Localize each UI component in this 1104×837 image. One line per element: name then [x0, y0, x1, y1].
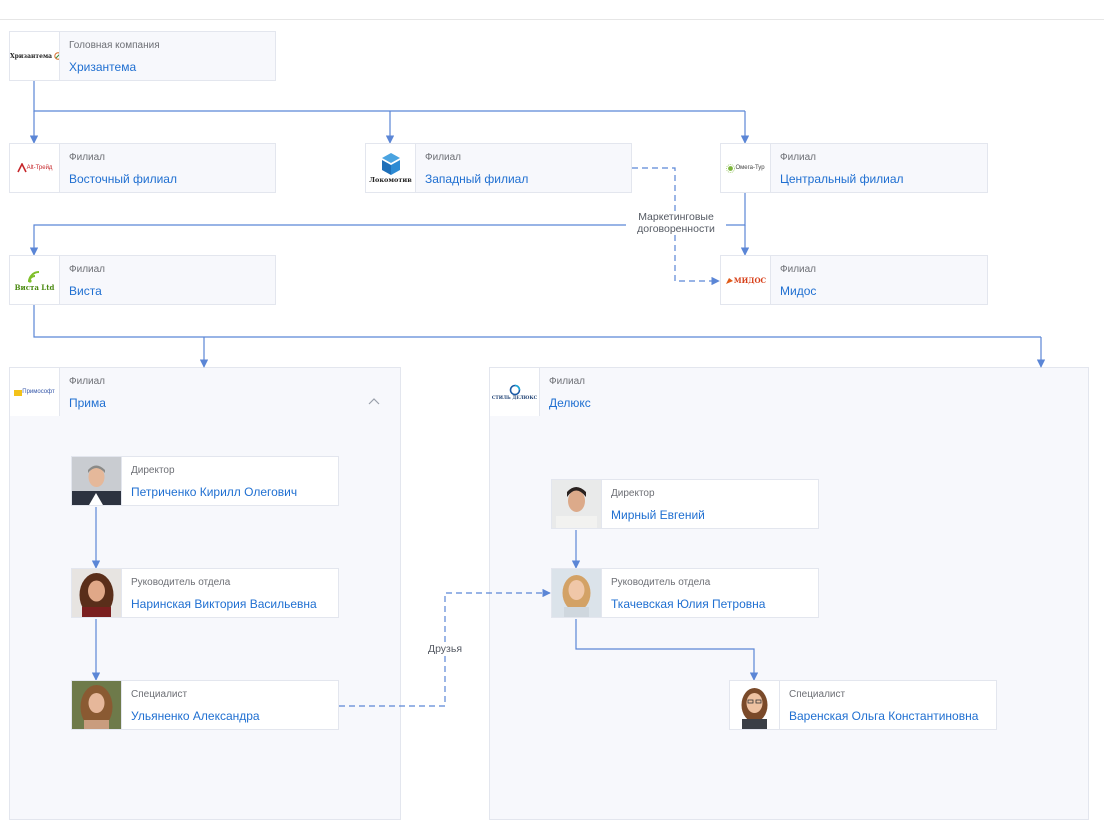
- edge-vista-bus: [33, 305, 1041, 338]
- person-name[interactable]: Ульяненко Александра: [131, 709, 260, 723]
- person-tkachevskaya[interactable]: Руководитель отдела Ткачевская Юлия Петр…: [551, 568, 819, 618]
- person-role: Директор: [611, 488, 655, 499]
- sun-logo-icon: [726, 163, 736, 173]
- logo-lokomotiv: Локомотив: [366, 144, 416, 192]
- node-role: Филиал: [780, 264, 817, 275]
- edge-tkachevskaya-varenskaya: [575, 619, 759, 681]
- flower-icon: [54, 52, 59, 60]
- node-head-company[interactable]: Хризантема Головная компания Хризантема: [9, 31, 276, 81]
- edge-central-vista: [29, 193, 746, 256]
- logo-style-deluxe: СТИЛЬ ДЕЛЮКС: [490, 368, 540, 416]
- avatar: [730, 681, 780, 729]
- chevron-up-icon[interactable]: [368, 397, 382, 407]
- node-name[interactable]: Хризантема: [69, 60, 137, 74]
- node-midos-branch[interactable]: МИДОС Филиал Мидос: [720, 255, 988, 305]
- person-petrichenko[interactable]: Директор Петриченко Кирилл Олегович: [71, 456, 339, 506]
- node-role: Филиал: [549, 376, 586, 387]
- person-role: Руководитель отдела: [611, 577, 711, 588]
- person-role: Руководитель отдела: [131, 577, 231, 588]
- node-central-branch[interactable]: Омега-Тур Филиал Центральный филиал: [720, 143, 988, 193]
- avatar: [72, 457, 122, 505]
- node-name[interactable]: Восточный филиал: [69, 172, 177, 186]
- bird-logo-icon: [725, 277, 733, 284]
- edge-label-friends: Друзья: [422, 643, 468, 655]
- person-varenskaya[interactable]: Специалист Варенская Ольга Константиновн…: [729, 680, 997, 730]
- edge-west-midos-dashed: [632, 167, 720, 286]
- logo-midos: МИДОС: [721, 256, 771, 304]
- node-east-branch[interactable]: Alt-Трейд Филиал Восточный филиал: [9, 143, 276, 193]
- avatar: [72, 569, 122, 617]
- person-name[interactable]: Наринская Виктория Васильевна: [131, 597, 317, 611]
- ring-logo-icon: [509, 384, 520, 395]
- node-name[interactable]: Делюкс: [549, 396, 591, 410]
- node-prima-branch[interactable]: Примософт Филиал Прима: [9, 367, 276, 417]
- person-narinskaya[interactable]: Руководитель отдела Наринская Виктория В…: [71, 568, 339, 618]
- node-role: Филиал: [69, 152, 106, 163]
- cubes-logo-icon: [381, 153, 400, 175]
- node-vista-branch[interactable]: Виста Ltd Филиал Виста: [9, 255, 276, 305]
- person-name[interactable]: Ткачевская Юлия Петровна: [611, 597, 766, 611]
- person-name[interactable]: Петриченко Кирилл Олегович: [131, 485, 298, 499]
- logo-omega-tour: Омега-Тур: [721, 144, 771, 192]
- node-name[interactable]: Мидос: [780, 284, 817, 298]
- node-name[interactable]: Центральный филиал: [780, 172, 904, 186]
- person-name[interactable]: Мирный Евгений: [611, 508, 705, 522]
- avatar: [552, 480, 602, 528]
- edge-head-bus: [33, 81, 745, 112]
- node-name[interactable]: Западный филиал: [425, 172, 529, 186]
- person-name[interactable]: Варенская Ольга Константиновна: [789, 709, 979, 723]
- avatar: [72, 681, 122, 729]
- folder-logo-icon: [14, 389, 23, 396]
- person-mirny[interactable]: Директор Мирный Евгений: [551, 479, 819, 529]
- node-role: Головная компания: [69, 40, 160, 51]
- logo-vista: Виста Ltd: [10, 256, 60, 304]
- top-divider: [0, 19, 1104, 20]
- alt-trade-logo-icon: [16, 163, 27, 173]
- logo-primasoft: Примософт: [10, 368, 60, 416]
- logo-alt-trade: Alt-Трейд: [10, 144, 60, 192]
- node-role: Филиал: [69, 376, 106, 387]
- node-deluxe-branch[interactable]: СТИЛЬ ДЕЛЮКС Филиал Делюкс: [489, 367, 756, 417]
- node-role: Филиал: [425, 152, 462, 163]
- node-name[interactable]: Прима: [69, 396, 106, 410]
- person-role: Специалист: [789, 689, 846, 700]
- node-role: Филиал: [780, 152, 817, 163]
- person-role: Специалист: [131, 689, 188, 700]
- edge-label-marketing: Маркетинговые договоренности: [626, 211, 726, 235]
- logo-khrizantema: Хризантема: [10, 32, 60, 80]
- node-name[interactable]: Виста: [69, 284, 102, 298]
- avatar: [552, 569, 602, 617]
- person-ulyanenko[interactable]: Специалист Ульяненко Александра: [71, 680, 339, 730]
- node-role: Филиал: [69, 264, 106, 275]
- signal-logo-icon: [27, 270, 39, 283]
- person-role: Директор: [131, 465, 175, 476]
- node-west-branch[interactable]: Локомотив Филиал Западный филиал: [365, 143, 632, 193]
